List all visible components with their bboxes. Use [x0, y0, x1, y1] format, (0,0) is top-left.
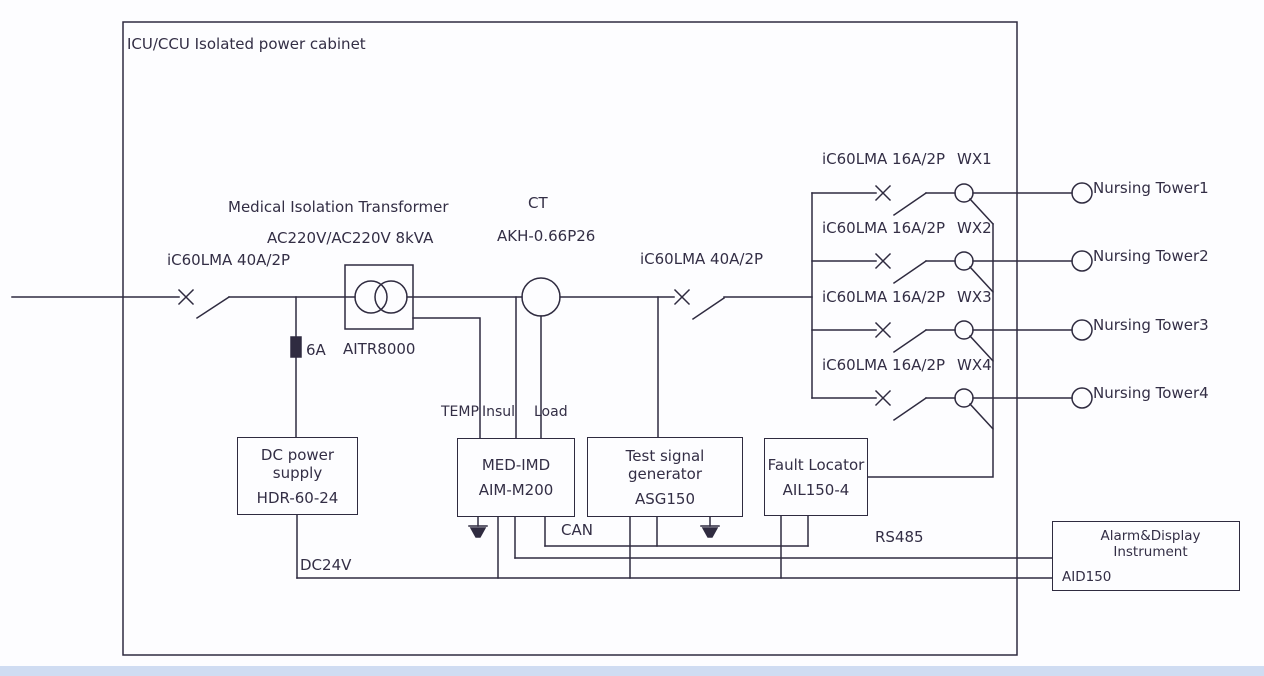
load-tap-label: Load — [534, 404, 568, 420]
dc24v-bus-label: DC24V — [300, 556, 352, 574]
fault-locator-box: Fault Locator AIL150-4 — [764, 438, 868, 516]
temp-tap-label: TEMP — [441, 404, 479, 420]
temp-line — [412, 317, 481, 439]
branch-breaker-icon — [874, 389, 892, 407]
ground-icon — [700, 516, 720, 538]
wx-sense-loop-line — [867, 223, 994, 478]
branch-breaker-label: iC60LMA 16A/2P — [822, 150, 946, 168]
ground-icon — [468, 516, 488, 538]
ct-label: CT — [528, 194, 548, 212]
outlet-terminal-icon — [1071, 182, 1093, 204]
branch-breaker-label: iC60LMA 16A/2P — [822, 356, 946, 374]
asg-stubs — [629, 516, 658, 579]
branch-load-label: Nursing Tower2 — [1093, 247, 1209, 265]
device-model: AID150 — [1062, 568, 1112, 585]
branch-breaker-label: iC60LMA 16A/2P — [822, 219, 946, 237]
incoming-breaker-icon — [177, 288, 231, 320]
footer-strip — [0, 666, 1264, 676]
alarm-display-box: Alarm&Display Instrument AID150 — [1052, 521, 1240, 591]
device-name: DC power supply — [260, 445, 335, 482]
device-name: Fault Locator — [767, 455, 865, 474]
branch-load-label: Nursing Tower3 — [1093, 316, 1209, 334]
transformer-rating-label: AC220V/AC220V 8kVA — [267, 229, 434, 247]
device-name: MED-IMD — [481, 456, 551, 474]
outlet-terminal-icon — [1071, 319, 1093, 341]
branch-breaker-icon — [874, 184, 892, 202]
insul-tap-label: Insul — [482, 404, 516, 420]
outgoing-breaker-icon — [673, 288, 726, 321]
device-name: Test signal generator — [625, 446, 705, 483]
device-model: AIM-M200 — [478, 481, 554, 499]
device-model: AIL150-4 — [782, 480, 850, 499]
branch-breaker-icon — [874, 321, 892, 339]
branch-ct-label: WX2 — [957, 219, 992, 237]
ct-model-label: AKH-0.66P26 — [497, 227, 596, 245]
fuse-icon — [290, 296, 302, 438]
outlet-terminal-icon — [1071, 387, 1093, 409]
dc-power-supply-box: DC power supply HDR-60-24 — [237, 437, 358, 515]
rs485-bus-label: RS485 — [875, 528, 924, 546]
med-imd-stubs — [497, 516, 546, 579]
branch-circuit — [811, 319, 1093, 363]
branch-circuit — [811, 250, 1093, 294]
branch-circuit — [811, 182, 1093, 226]
ct-icon — [521, 277, 561, 439]
branch-breaker-label: iC60LMA 16A/2P — [822, 288, 946, 306]
device-name: Alarm&Display Instrument — [1100, 527, 1201, 560]
outlet-terminal-icon — [1071, 250, 1093, 272]
can-bus-label: CAN — [561, 521, 593, 539]
incoming-breaker-label: iC60LMA 40A/2P — [167, 251, 291, 269]
outgoing-breaker-label: iC60LMA 40A/2P — [640, 250, 764, 268]
branch-ct-label: WX3 — [957, 288, 992, 306]
transformer-title-label: Medical Isolation Transformer — [228, 198, 449, 216]
med-imd-box: MED-IMD AIM-M200 — [457, 438, 575, 517]
branch-ct-label: WX1 — [957, 150, 992, 168]
device-model: ASG150 — [634, 489, 696, 508]
fuse-rating-label: 6A — [306, 341, 326, 359]
branch-ct-label: WX4 — [957, 356, 992, 374]
branch-load-label: Nursing Tower4 — [1093, 384, 1209, 402]
cabinet-outline — [122, 21, 1018, 656]
branch-breaker-icon — [874, 252, 892, 270]
transformer-model-label: AITR8000 — [343, 340, 416, 358]
branch-load-label: Nursing Tower1 — [1093, 179, 1209, 197]
page-title: ICU/CCU Isolated power cabinet — [127, 35, 366, 53]
branch-circuit — [811, 387, 1093, 431]
test-signal-generator-box: Test signal generator ASG150 — [587, 437, 743, 517]
fault-locator-stubs — [780, 515, 809, 579]
device-model: HDR-60-24 — [256, 488, 339, 507]
transformer-icon — [344, 264, 414, 330]
